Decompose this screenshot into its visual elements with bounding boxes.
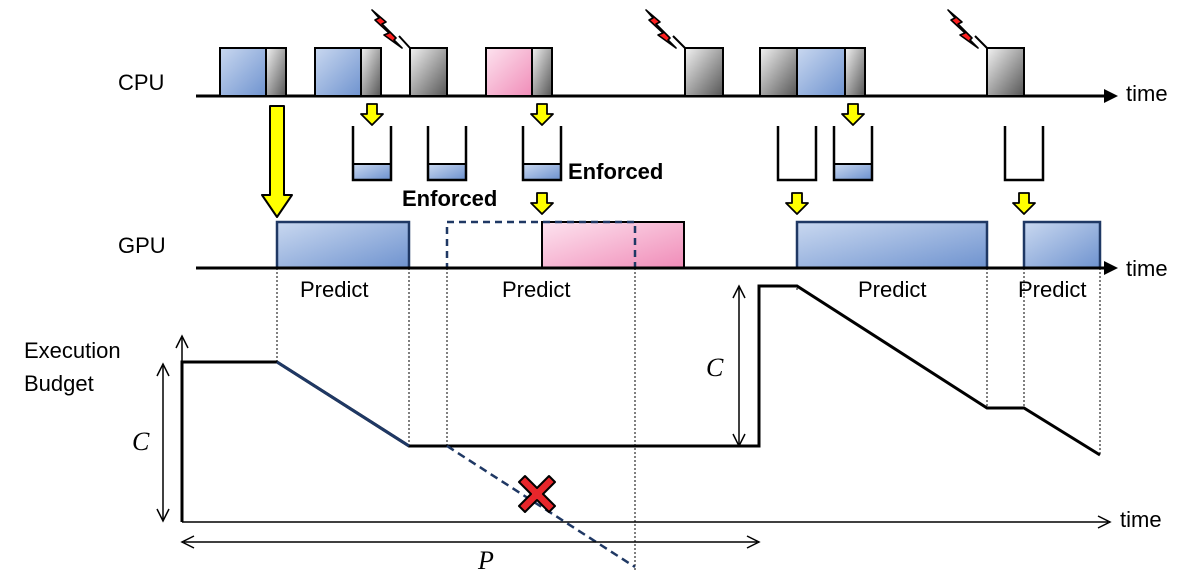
budget-c-label-right: C: [706, 353, 724, 382]
down-arrow-icon-3: [530, 192, 554, 215]
down-arrow-icon-2: [530, 103, 554, 126]
gpu-job-2: [541, 221, 685, 269]
queue-icon-5: [832, 126, 874, 182]
interrupt-lightning-icon-3: [947, 9, 979, 49]
interrupt-lightning-icon-1: [371, 9, 403, 49]
cpu-job-5: [684, 47, 724, 97]
cross-icon: [518, 475, 556, 513]
cpu-job-4: [485, 47, 553, 97]
cpu-row-label: CPU: [118, 70, 164, 95]
gpu-row-label: GPU: [118, 233, 166, 258]
predict-label-1: Predict: [300, 277, 368, 302]
period-label: P: [477, 546, 494, 573]
gpu-timeline-arrowhead: [1104, 261, 1118, 275]
budget-c-label-left: C: [132, 427, 150, 456]
interrupt-lightning-icon-2: [645, 9, 677, 49]
rejected-budget-descent: [446, 444, 636, 569]
projection-lines: [276, 268, 1101, 570]
gpu-time-label: time: [1126, 256, 1168, 281]
down-arrow-icon-long: [261, 105, 293, 218]
enforced-label-2: Enforced: [568, 159, 663, 184]
enforced-label-1: Enforced: [402, 186, 497, 211]
cpu-time-label: time: [1126, 81, 1168, 106]
cpu-job-6: [759, 47, 866, 97]
queue-icon-3: [521, 126, 563, 182]
gpu-job-1: [275, 220, 411, 270]
budget-time-label: time: [1120, 507, 1162, 532]
down-arrow-icon-4: [785, 192, 809, 215]
execution-budget-curve: [180, 284, 1101, 522]
predict-label-3: Predict: [858, 277, 926, 302]
cpu-job-3: [409, 47, 448, 97]
budget-label-line1: Execution: [24, 338, 121, 363]
cpu-timeline-arrowhead: [1104, 89, 1118, 103]
predict-label-2: Predict: [502, 277, 570, 302]
queue-icon-2: [426, 126, 468, 182]
gpu-job-4: [1022, 220, 1102, 270]
cpu-job-1: [219, 47, 287, 97]
budget-label-line2: Budget: [24, 371, 94, 396]
cpu-job-7: [986, 47, 1025, 97]
down-arrow-icon-1: [360, 103, 384, 126]
queue-icon-4: [776, 126, 818, 182]
down-arrow-icon-5: [841, 103, 865, 126]
queue-icon-6: [1003, 126, 1045, 182]
predict-label-4: Predict: [1018, 277, 1086, 302]
cpu-job-2: [314, 47, 382, 97]
gpu-job-3: [795, 220, 989, 270]
queue-icon-1: [351, 126, 393, 182]
down-arrow-icon-6: [1012, 192, 1036, 215]
